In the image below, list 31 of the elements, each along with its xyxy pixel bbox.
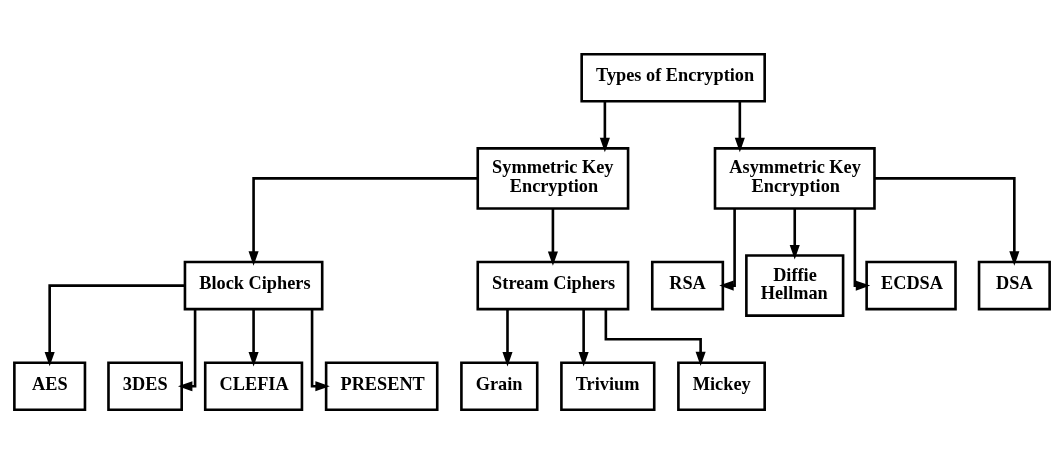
arrow	[547, 208, 558, 266]
node-box: PRESENT	[324, 361, 439, 412]
arrow	[178, 309, 197, 392]
node-box: AES	[13, 361, 87, 412]
node-box: Asymmetric Key Encryption	[713, 147, 876, 210]
arrow	[599, 101, 610, 153]
node-box: Trivium	[560, 361, 656, 412]
node-box: CLEFIA	[203, 361, 304, 412]
arrow	[604, 309, 706, 367]
arrow	[248, 177, 478, 266]
node-box: 3DES	[107, 361, 183, 412]
node-box: ECDSA	[865, 260, 957, 311]
arrow	[248, 309, 259, 367]
arrow	[502, 309, 513, 367]
node-box: DSA	[977, 260, 1051, 311]
node-box: RSA	[650, 260, 725, 311]
arrow	[789, 208, 800, 260]
arrow	[719, 208, 736, 291]
node-box: Grain	[460, 361, 539, 412]
node-box: Diffie Hellman	[745, 254, 845, 317]
arrow	[734, 101, 745, 153]
node-box: Mickey	[677, 361, 766, 412]
arrow	[44, 284, 185, 367]
node-box: Stream Ciphers	[476, 260, 630, 311]
node-box: Types of Encryption	[580, 52, 766, 103]
node-box: Symmetric Key Encryption	[476, 147, 630, 210]
arrow	[853, 208, 871, 291]
arrow	[310, 309, 330, 392]
arrow	[578, 309, 589, 367]
arrow	[874, 177, 1020, 266]
node-box: Block Ciphers	[183, 260, 324, 311]
